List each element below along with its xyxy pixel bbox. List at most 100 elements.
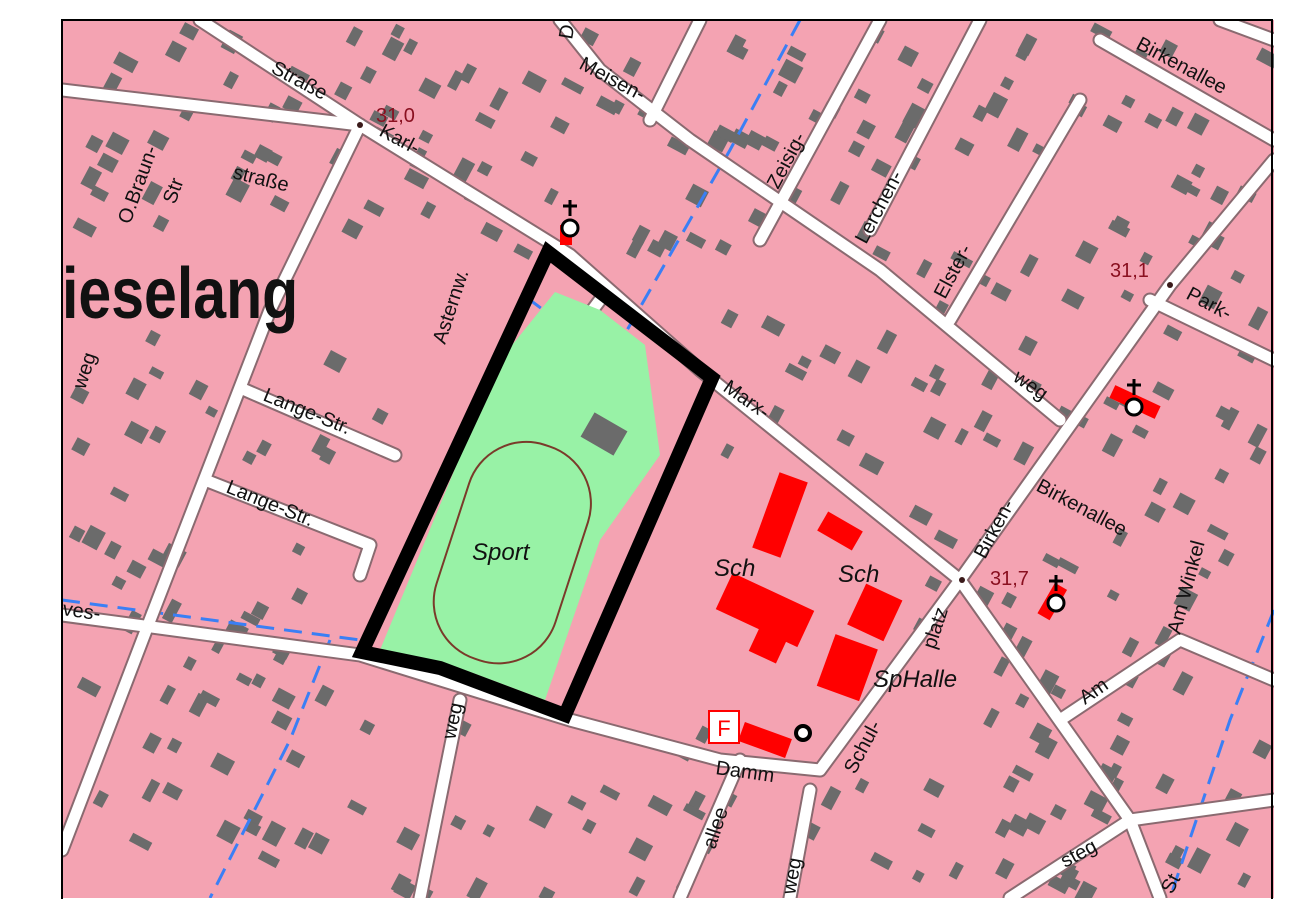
building <box>550 116 570 135</box>
boundary-lines <box>62 20 1274 898</box>
building <box>1050 684 1067 700</box>
building <box>983 707 1000 729</box>
building <box>240 610 261 627</box>
building <box>933 529 958 550</box>
building <box>567 794 587 811</box>
building <box>685 183 709 208</box>
building <box>145 329 161 347</box>
building <box>124 420 150 445</box>
point-of-interest-icon[interactable] <box>794 724 812 742</box>
building <box>870 851 893 871</box>
building <box>1191 163 1206 179</box>
building <box>341 218 364 240</box>
building <box>459 63 477 84</box>
building <box>622 56 642 78</box>
church-icon[interactable] <box>560 200 580 238</box>
building <box>1017 33 1038 57</box>
building <box>1214 468 1230 484</box>
school-label-2: Sch <box>838 561 879 588</box>
topographic-map[interactable]: F ieselang Straße Karl- straße O.Braun- … <box>62 20 1274 898</box>
building <box>830 181 850 205</box>
building <box>772 80 788 98</box>
building <box>1007 813 1031 837</box>
building <box>159 684 176 705</box>
building <box>990 282 1012 302</box>
building <box>347 799 368 816</box>
building <box>894 120 915 144</box>
building <box>720 308 739 329</box>
building <box>166 737 183 754</box>
building <box>371 407 389 425</box>
building <box>418 129 434 144</box>
building <box>314 684 335 707</box>
building <box>161 598 182 624</box>
building <box>528 805 553 829</box>
building <box>538 886 556 898</box>
building <box>1018 335 1038 357</box>
building <box>1056 557 1079 575</box>
building <box>257 850 281 869</box>
building <box>902 102 928 130</box>
building <box>285 749 306 769</box>
building <box>1042 552 1061 569</box>
building <box>784 362 808 381</box>
building <box>982 432 1002 448</box>
sport-ground[interactable] <box>380 292 660 700</box>
building <box>70 385 90 405</box>
building <box>777 58 804 84</box>
building <box>225 177 250 203</box>
building <box>205 405 219 418</box>
building <box>1186 112 1210 136</box>
building <box>240 149 258 165</box>
building <box>125 377 147 401</box>
highlighted-parcel-outline[interactable] <box>351 241 721 724</box>
building <box>1106 589 1120 602</box>
map-frame[interactable]: F ieselang Straße Karl- straße O.Braun- … <box>62 20 1274 898</box>
building <box>1022 812 1047 835</box>
town-name-label: ieselang <box>62 252 298 333</box>
building <box>149 425 167 444</box>
building <box>930 378 947 397</box>
building <box>1170 174 1193 196</box>
building <box>319 446 337 465</box>
building <box>993 656 1011 677</box>
building <box>1247 306 1269 331</box>
building <box>1206 523 1229 541</box>
building <box>323 350 347 373</box>
building <box>582 818 597 834</box>
building <box>141 180 163 206</box>
building <box>76 676 102 698</box>
building <box>1144 112 1163 129</box>
building <box>1247 423 1268 448</box>
building <box>1075 240 1099 265</box>
building <box>1102 114 1123 133</box>
building <box>291 542 306 556</box>
building <box>1217 548 1235 567</box>
building <box>726 34 747 58</box>
building <box>610 99 625 115</box>
spot-height-2: 31,1 <box>1110 260 1149 282</box>
building <box>126 559 147 579</box>
building <box>92 789 109 808</box>
building <box>242 450 257 465</box>
building <box>1120 289 1135 303</box>
church-icon[interactable] <box>1124 379 1144 417</box>
building <box>513 243 534 260</box>
church-icon[interactable] <box>1046 575 1066 613</box>
building <box>1059 872 1081 891</box>
building <box>1061 288 1085 310</box>
building <box>1225 821 1249 848</box>
building <box>216 819 241 845</box>
building <box>291 587 309 605</box>
building <box>113 51 139 74</box>
building <box>666 136 691 156</box>
building <box>1050 803 1067 821</box>
building <box>390 23 405 39</box>
building <box>403 38 419 56</box>
fire-station-icon[interactable]: F <box>708 710 740 744</box>
building <box>381 36 405 62</box>
building <box>983 91 1009 119</box>
building <box>820 785 842 811</box>
building <box>1090 807 1112 825</box>
building <box>446 69 465 91</box>
